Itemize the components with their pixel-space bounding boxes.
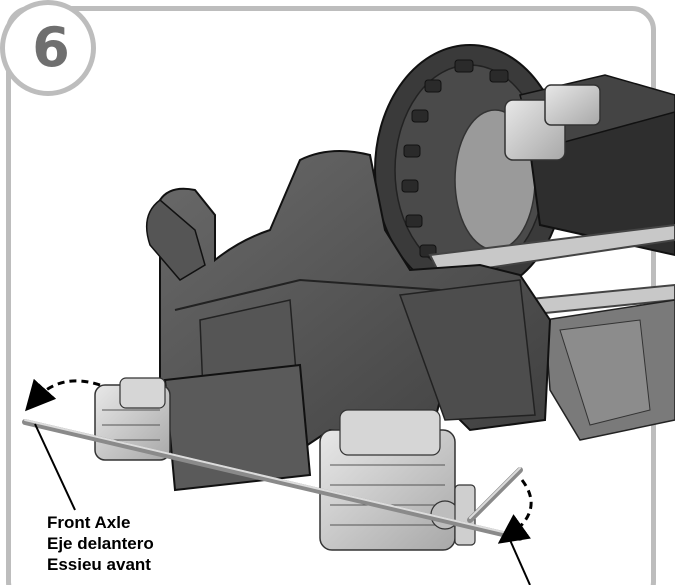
lower-panel [544, 299, 675, 441]
step-number: 6 [32, 16, 70, 79]
callout-leader-right [509, 539, 531, 585]
callout-leader-left [34, 423, 76, 511]
step-badge: 6 [0, 0, 96, 96]
front-axle-rod [22, 419, 523, 541]
front-axle-label: Front Axle Eje delantero Essieu avant [47, 512, 154, 575]
label-english: Front Axle [47, 513, 131, 532]
label-spanish: Eje delantero [47, 534, 154, 553]
front-axle-tip [467, 467, 523, 523]
rotation-arrow-right-icon [497, 479, 533, 544]
right-gearbox [319, 409, 476, 551]
label-french: Essieu avant [47, 555, 151, 574]
rotation-arrow-left-icon [25, 378, 101, 412]
chassis-box [504, 74, 675, 257]
